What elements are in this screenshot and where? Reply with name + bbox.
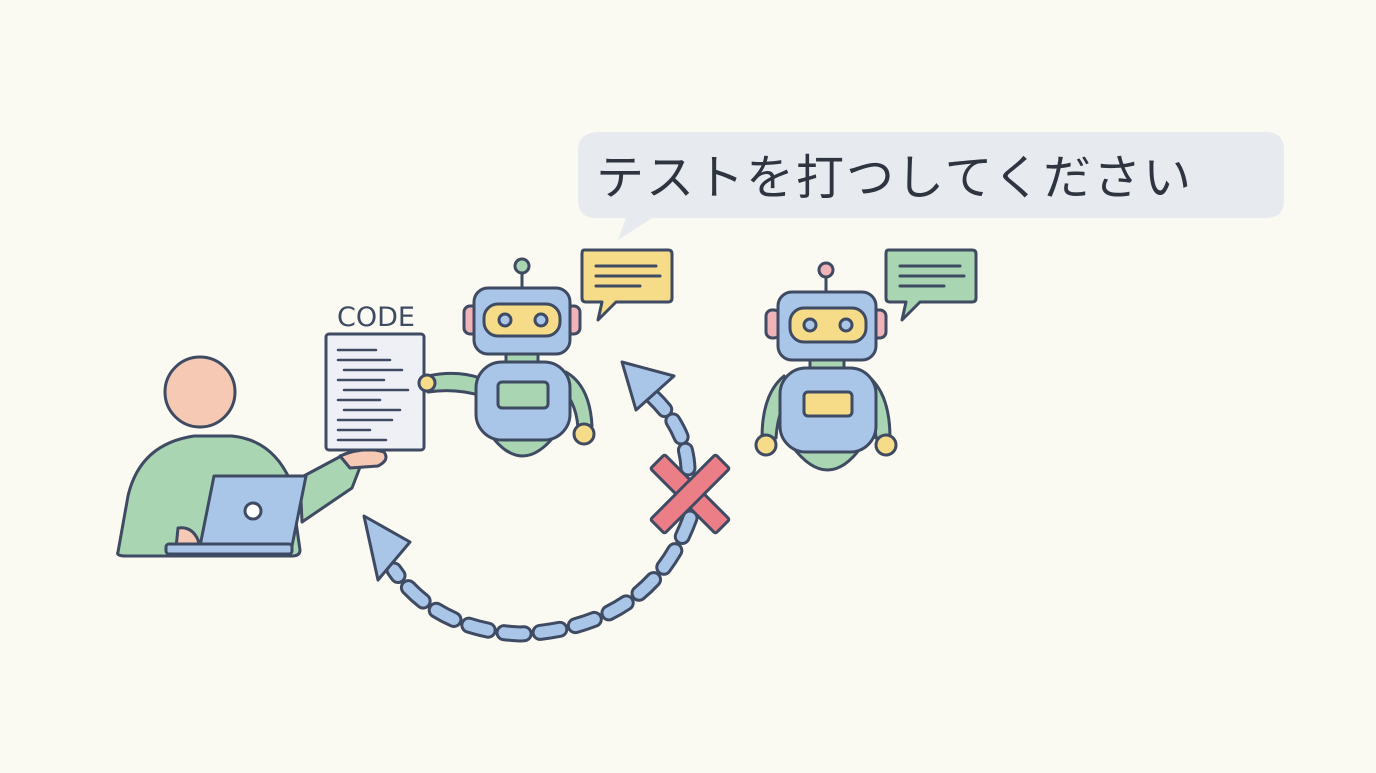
- antenna-ball: [513, 257, 531, 275]
- code-document-icon: CODE: [324, 302, 426, 452]
- antenna-ball: [817, 261, 835, 279]
- document-label: CODE: [337, 302, 415, 333]
- robot-eye-left: [802, 317, 818, 333]
- robot-visor: [788, 306, 868, 344]
- robot-hand-right: [874, 433, 898, 457]
- robot-primary: [417, 257, 596, 458]
- person-head: [163, 355, 237, 429]
- laptop-base: [164, 542, 294, 556]
- robot-eye-left: [497, 312, 513, 328]
- arrowhead-icon: [362, 514, 412, 582]
- robot-eye-right: [838, 317, 854, 333]
- robot-hand-left: [417, 373, 437, 393]
- robot-eye-right: [533, 312, 549, 328]
- arrowhead-icon: [620, 360, 676, 412]
- robot-visor: [482, 302, 562, 338]
- laptop-camera-dot: [243, 501, 263, 521]
- chat-bubble-icon: [580, 248, 674, 322]
- speech-bubble: テストを打つしてください: [578, 132, 1284, 240]
- cross-icon: [649, 453, 731, 535]
- document-code-lines: [336, 348, 410, 442]
- person-with-laptop-icon: [116, 355, 388, 558]
- dashed-arrow-up: [620, 360, 697, 477]
- robot-secondary: [754, 261, 898, 472]
- robot-panel: [802, 390, 854, 418]
- document-page: [324, 332, 426, 452]
- robot-hand-right: [572, 422, 596, 446]
- robot-hand-left: [754, 433, 778, 457]
- person-hand: [338, 448, 388, 470]
- dashed-arrow-return: [362, 509, 699, 643]
- chat-bubble-icon: [884, 248, 978, 322]
- robot-panel: [496, 380, 550, 410]
- speech-bubble-text: テストを打つしてください: [596, 150, 1193, 206]
